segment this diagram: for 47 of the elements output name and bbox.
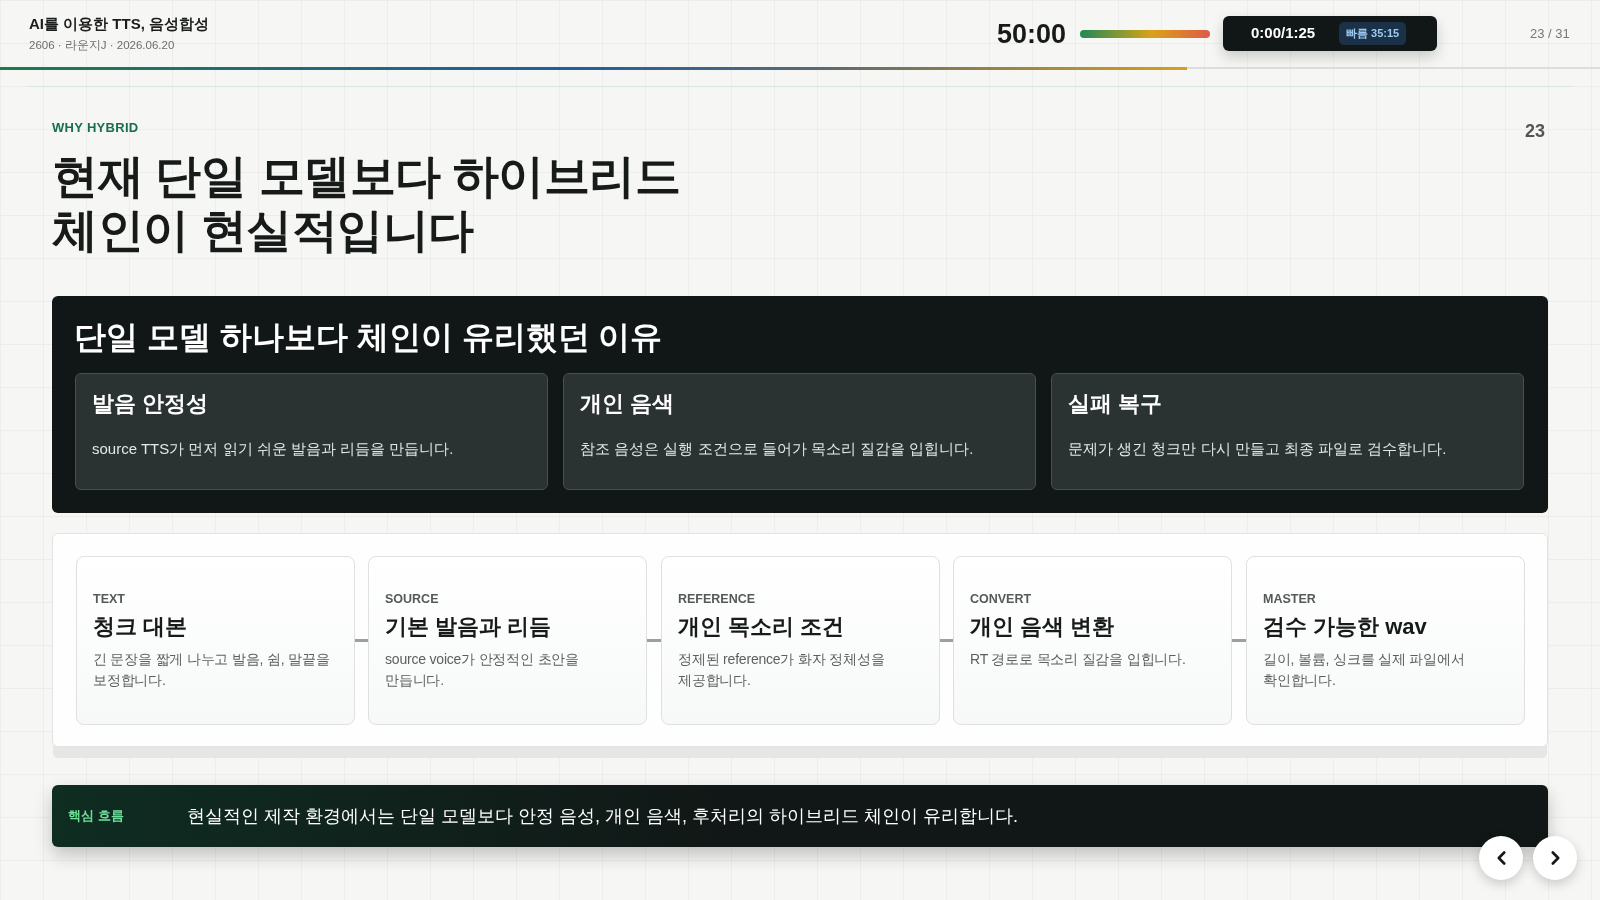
card-heading: 개인 음색 — [580, 390, 675, 418]
elapsed-time: 0:00/1:25 — [1251, 23, 1316, 43]
card-heading: 실패 복구 — [1068, 390, 1163, 418]
step-text: RT 경로로 목소리 질감을 입힙니다. — [970, 650, 1187, 669]
summary-text: 현실적인 제작 환경에서는 단일 모델보다 안정 음성, 개인 음색, 후처리의 하이브리드 체인이 유리합니다. — [187, 805, 1018, 828]
header-subtitle: 2606 · 라운지J · 2026.06.20 — [29, 38, 175, 53]
step-heading: 개인 음색 변환 — [970, 613, 1115, 641]
panel-heading: 단일 모델 하나보다 체인이 유리했던 이유 — [74, 318, 663, 357]
summary-tag: 핵심 흐름 — [68, 807, 124, 825]
step-heading: 기본 발음과 리듬 — [385, 613, 552, 641]
section-kicker: WHY HYBRID — [52, 120, 139, 136]
card-text: 문제가 생긴 청크만 다시 만들고 최종 파일로 검수합니다. — [1068, 439, 1447, 459]
connector-line — [1232, 639, 1246, 642]
step-heading: 청크 대본 — [93, 613, 188, 641]
page-counter: 23 / 31 — [1530, 26, 1570, 42]
step-label: SOURCE — [385, 591, 439, 607]
step-card — [368, 556, 647, 725]
step-text: 긴 문장을 짧게 나누고 발음, 쉼, 말끝을 보정합니다. — [93, 650, 331, 690]
step-text: source voice가 안정적인 초안을 만듭니다. — [385, 650, 580, 690]
card-text: 참조 음성은 실행 조건으로 들어가 목소리 질감을 입힙니다. — [580, 439, 974, 459]
step-label: CONVERT — [970, 591, 1032, 607]
step-card — [661, 556, 940, 725]
step-label: TEXT — [93, 591, 125, 607]
step-heading: 검수 가능한 wav — [1263, 613, 1427, 641]
connector-line — [647, 639, 661, 642]
card-heading: 발음 안정성 — [92, 390, 209, 418]
step-text: 정제된 reference가 화자 정체성을 제공합니다. — [678, 650, 886, 690]
card-text: source TTS가 먼저 읽기 쉬운 발음과 리듬을 만듭니다. — [92, 439, 454, 459]
reason-card — [1051, 373, 1524, 490]
header-title: AI를 이용한 TTS, 음성합성 — [29, 14, 209, 34]
step-label: REFERENCE — [678, 591, 756, 607]
step-card — [1246, 556, 1525, 725]
reason-card — [75, 373, 548, 490]
reasons-panel — [52, 296, 1548, 513]
summary-bar — [52, 785, 1548, 847]
step-heading: 개인 목소리 조건 — [678, 613, 845, 641]
slide-number: 23 — [1525, 120, 1546, 143]
connector-line — [940, 639, 953, 642]
pace-badge: 빠름 35:15 — [1339, 22, 1407, 45]
step-card — [76, 556, 355, 725]
step-label: MASTER — [1263, 591, 1316, 607]
reason-card — [563, 373, 1036, 490]
timer-text: 50:00 — [997, 18, 1067, 51]
slide-title: 현재 단일 모델보다 하이브리드 체인이 현실적입니다 — [52, 149, 682, 257]
connector-line — [355, 639, 368, 642]
step-text: 길이, 볼륨, 싱크를 실제 파일에서 확인합니다. — [1263, 650, 1466, 690]
step-card — [953, 556, 1232, 725]
